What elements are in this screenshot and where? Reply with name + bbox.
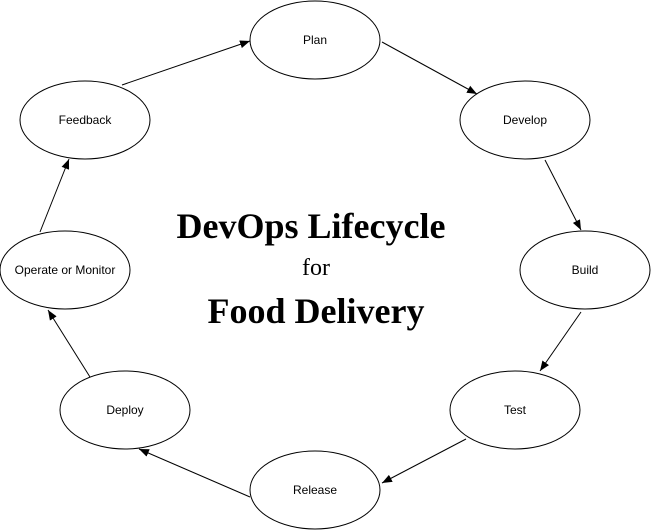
title-line-1: DevOps Lifecycle bbox=[177, 206, 446, 246]
edge-build-to-test bbox=[539, 311, 582, 372]
edges bbox=[39, 40, 582, 498]
node-test-label: Test bbox=[504, 403, 527, 417]
node-plan: Plan bbox=[249, 0, 381, 80]
node-operate-shape bbox=[0, 230, 131, 310]
node-test: Test bbox=[449, 370, 581, 450]
node-deploy-label: Deploy bbox=[106, 403, 143, 417]
node-feedback-label: Feedback bbox=[59, 113, 113, 127]
node-build: Build bbox=[519, 230, 651, 310]
node-develop: Develop bbox=[459, 80, 591, 160]
node-release: Release bbox=[249, 450, 381, 530]
node-deploy: Deploy bbox=[59, 370, 191, 450]
node-build-label: Build bbox=[572, 263, 599, 277]
title-line-3: Food Delivery bbox=[208, 291, 425, 331]
edge-plan-to-develop bbox=[381, 41, 478, 95]
center-title: DevOps Lifecycle for Food Delivery bbox=[177, 206, 446, 331]
node-plan-label: Plan bbox=[303, 33, 327, 47]
edge-operate-to-feedback bbox=[39, 158, 70, 233]
node-deploy-shape bbox=[59, 370, 191, 450]
title-line-2: for bbox=[302, 255, 330, 281]
node-test-shape bbox=[449, 370, 581, 450]
edge-develop-to-build bbox=[544, 159, 582, 231]
node-release-label: Release bbox=[293, 483, 337, 497]
node-plan-shape bbox=[249, 0, 381, 80]
node-develop-label: Develop bbox=[503, 113, 547, 127]
node-release-shape bbox=[249, 450, 381, 530]
node-develop-shape bbox=[459, 80, 591, 160]
node-build-shape bbox=[519, 230, 651, 310]
node-feedback-shape bbox=[19, 80, 151, 160]
node-operate: Operate or Monitor bbox=[0, 230, 131, 310]
node-feedback: Feedback bbox=[19, 80, 151, 160]
edge-deploy-to-operate bbox=[47, 309, 91, 378]
edge-feedback-to-plan bbox=[121, 40, 251, 86]
edge-release-to-deploy bbox=[138, 448, 251, 498]
node-operate-label: Operate or Monitor bbox=[15, 263, 116, 277]
edge-test-to-release bbox=[381, 438, 467, 484]
